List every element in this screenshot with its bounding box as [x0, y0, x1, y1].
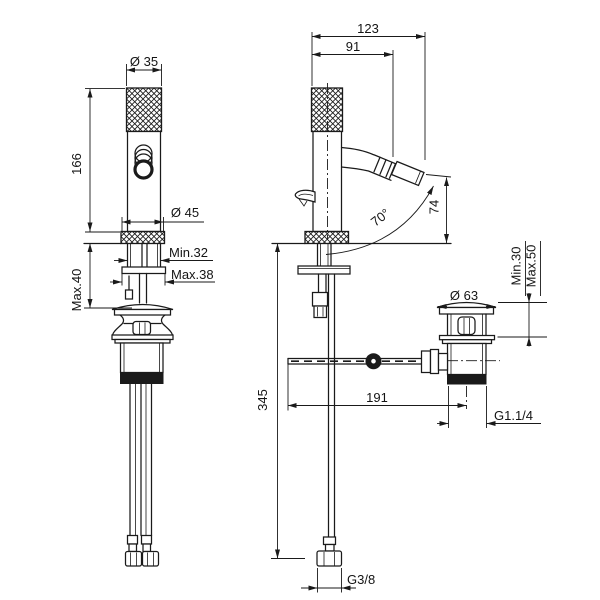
dim-hole-max: Max.38 [171, 267, 214, 282]
hose-nut-left [124, 550, 143, 567]
side-lever [294, 189, 316, 207]
handle-knurl-side [310, 87, 344, 133]
shank-front [121, 242, 167, 304]
hose-nut-side [316, 550, 343, 567]
spout-angle-arc [325, 185, 434, 255]
supply-hoses-front [124, 382, 160, 567]
spout-side [340, 146, 425, 187]
dim-body-height: 166 [69, 153, 84, 175]
shank-side [297, 242, 351, 538]
rod-hook-front [124, 289, 134, 300]
dim-hole-min: Min.32 [169, 245, 208, 260]
cartridge-lever-front [133, 144, 154, 180]
rod-connector [420, 350, 432, 374]
base-knurl-front [120, 230, 166, 245]
waste-front-view [111, 303, 174, 384]
faucet-body-front [126, 130, 162, 233]
aerator [390, 160, 425, 187]
waste-dimensions: Ø 63 Min.30 Max.50 G1.1/4 [437, 241, 547, 428]
dim-spout-reach: 91 [346, 39, 360, 54]
dim-overall-depth: 123 [357, 21, 379, 36]
mounting-plate-side [297, 265, 351, 275]
dim-deck-thickness-max: Max.40 [69, 269, 84, 312]
side-view-dimensions: 123 91 74 70° 345 191 G3/8 [255, 21, 467, 593]
faucet-side-view [271, 83, 452, 567]
dim-spout-angle: 70° [368, 205, 393, 229]
rod-clamp-side [311, 291, 329, 307]
dim-waste-deck-min: Min.30 [509, 246, 524, 285]
dim-flange-diameter: Ø 63 [450, 288, 478, 303]
dim-below-deck-length: 345 [255, 389, 270, 411]
base-knurl-side [304, 230, 350, 245]
hose-end-side [316, 536, 343, 567]
waste-seal-band-front [120, 372, 164, 384]
dim-rod-reach: 191 [366, 390, 388, 405]
lock-nut-front [121, 266, 167, 275]
dim-handle-diameter: Ø 35 [130, 54, 158, 69]
dim-waste-thread: G1.1/4 [494, 408, 533, 423]
dim-spout-height: 74 [427, 200, 442, 214]
waste-side-view [420, 301, 500, 409]
hose-nut-right [141, 550, 160, 567]
handle-knurl-front [125, 87, 163, 133]
faucet-front-view [83, 87, 174, 567]
popup-rod [287, 353, 423, 370]
dim-base-diameter: Ø 45 [171, 205, 199, 220]
waste-seal-band-side [447, 374, 487, 385]
dim-supply-thread: G3/8 [347, 572, 375, 587]
dim-waste-deck-max: Max.50 [524, 245, 539, 288]
front-view-dimensions: Ø 35 166 Ø 45 Min.32 Max.38 Max.40 [69, 54, 215, 311]
